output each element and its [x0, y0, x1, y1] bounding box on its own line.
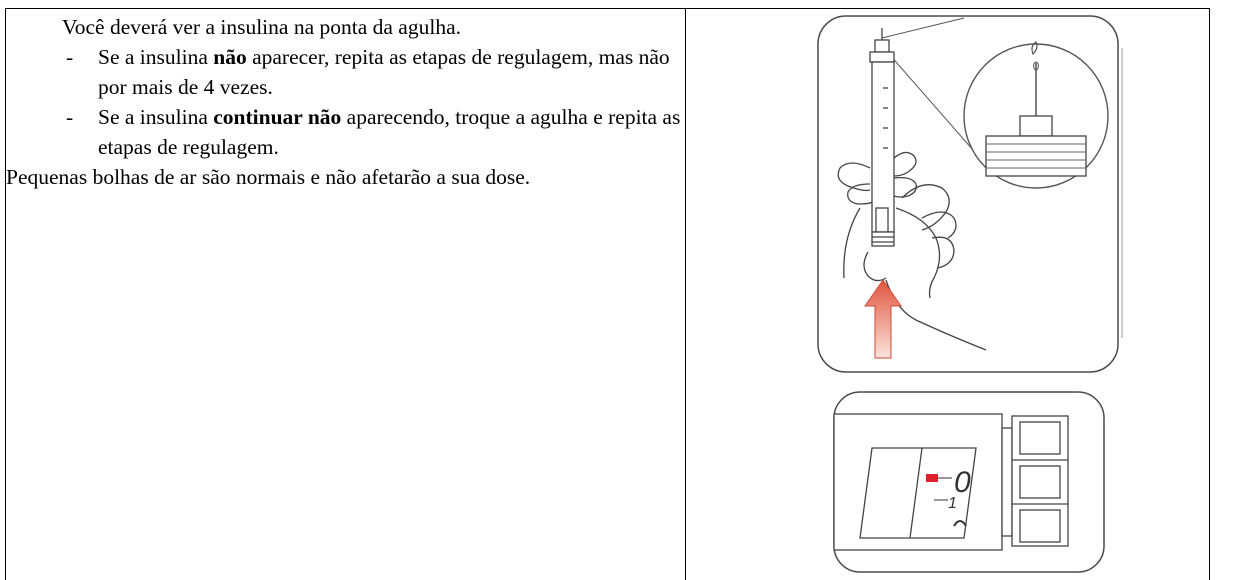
- bullet-item: - Se a insulina não aparecer, repita as …: [6, 42, 682, 102]
- needle-tip-zoom: [963, 41, 1109, 189]
- bullet-list: - Se a insulina não aparecer, repita as …: [6, 42, 682, 162]
- bullet-text: aparecendo, troque a agulha e repita as …: [98, 105, 681, 159]
- zoom-line: [881, 17, 965, 39]
- bullet-bold-text: continuar não: [213, 105, 342, 129]
- bullet-dash: -: [66, 105, 74, 129]
- instruction-text-cell: Você deverá ver a insulina na ponta da a…: [6, 12, 682, 192]
- bullet-item: - Se a insulina continuar não aparecendo…: [6, 102, 682, 162]
- pen-priming-illustration: [817, 15, 1123, 373]
- bullet-text: aparecer, repita as etapas de regulagem,…: [98, 45, 670, 99]
- dose-digit-zero: 0: [954, 466, 971, 499]
- upward-arrow: [864, 279, 902, 359]
- dose-window: 0 1: [859, 447, 977, 539]
- table-column-divider: [685, 8, 686, 580]
- dose-counter-illustration: 0 1: [833, 391, 1105, 573]
- hand-outline: [837, 151, 987, 351]
- dose-pointer-marker: [926, 474, 938, 482]
- insulin-pen: [869, 28, 895, 247]
- note-text: Pequenas bolhas de ar são normais e não …: [6, 165, 531, 189]
- dose-digit-one: 1: [948, 495, 957, 512]
- bullet-bold-text: não: [213, 45, 247, 69]
- bullet-text: Se a insulina: [98, 105, 214, 129]
- bullet-dash: -: [66, 45, 74, 69]
- instruction-table: [5, 8, 1210, 580]
- bullet-text: Se a insulina: [98, 45, 214, 69]
- intro-text: Você deverá ver a insulina na ponta da a…: [62, 15, 461, 39]
- zoom-line: [881, 45, 988, 167]
